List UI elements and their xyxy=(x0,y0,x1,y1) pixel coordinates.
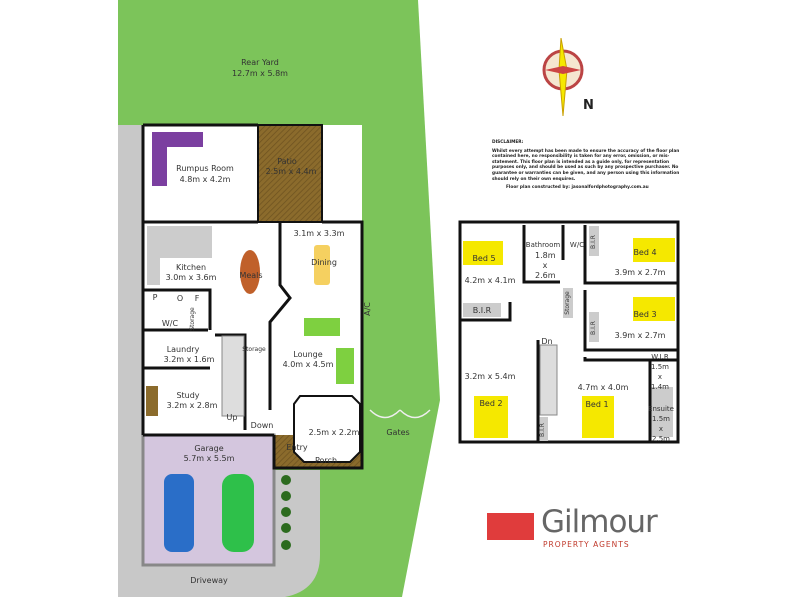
disclaimer-credit: Floor plan constructed by: jasonalfordph… xyxy=(506,185,649,191)
bir-bed5-label: B.I.R xyxy=(472,306,492,315)
lounge-sofa-2 xyxy=(336,348,354,384)
dining-size: 3.1m x 3.3m xyxy=(293,229,345,238)
upper-stairs xyxy=(539,344,558,416)
ensuite-size: 1.5m x 2.5m xyxy=(652,415,670,443)
north-label: N xyxy=(583,98,594,113)
dining-name: Dining xyxy=(311,258,337,267)
rumpus-size: 4.8m x 4.2m xyxy=(179,175,231,184)
disclaimer: DISCLAIMER: Whilst every attempt has bee… xyxy=(492,140,682,194)
sofa-rumpus xyxy=(152,132,203,186)
pantry-label: P xyxy=(152,293,158,302)
side-path xyxy=(118,125,143,540)
bed4-name: Bed 4 xyxy=(633,248,657,257)
rumpus-name: Rumpus Room xyxy=(176,164,234,173)
lounge-sofa-1 xyxy=(304,318,340,336)
logo-name: Gilmour xyxy=(541,504,658,540)
logo-red-box xyxy=(487,513,534,540)
patio xyxy=(257,124,323,223)
wc-label: W/C xyxy=(161,319,179,328)
laundry-name: Laundry xyxy=(166,345,200,354)
rear-yard-name: Rear Yard xyxy=(241,58,279,67)
storage-stair-label: Storage xyxy=(242,346,266,353)
logo-tagline: PROPERTY AGENTS xyxy=(543,540,630,549)
down-label: Down xyxy=(250,421,274,430)
upper-walls xyxy=(460,225,678,442)
fridge-label: F xyxy=(194,294,200,303)
compass-icon xyxy=(542,38,584,117)
wir-name: W.I.R xyxy=(651,353,669,361)
bed1-name: Bed 1 xyxy=(585,400,609,409)
disclaimer-title: DISCLAIMER: xyxy=(492,140,524,145)
porch-label: Porch xyxy=(314,456,338,465)
bir-bed3-label: B.I.R xyxy=(590,321,597,335)
meals-name: Meals xyxy=(239,271,263,280)
storage-small-label: Storage xyxy=(189,307,196,331)
driveway-label: Driveway xyxy=(190,576,228,585)
bay-size: 2.5m x 2.2m xyxy=(308,428,360,437)
blue-car xyxy=(164,474,194,552)
kitchen-name: Kitchen xyxy=(175,263,207,272)
lounge-name: Lounge xyxy=(293,350,323,359)
wir-size: 1.5m x 1.4m xyxy=(651,363,669,391)
dn-label: Dn xyxy=(541,337,553,346)
patio-name: Patio xyxy=(277,157,297,166)
bed3-size: 3.9m x 2.7m xyxy=(614,331,666,340)
laundry-size: 3.2m x 1.6m xyxy=(163,355,215,364)
entry-label: Entry xyxy=(286,443,308,452)
up-label: Up xyxy=(226,413,238,422)
meals-table xyxy=(240,250,260,294)
garden-shrubs xyxy=(281,475,291,550)
ground-walls xyxy=(141,123,364,470)
bir-top-label: B.I.R xyxy=(590,235,597,249)
bed5-name: Bed 5 xyxy=(472,254,496,263)
bir-stair-label: B.I.R xyxy=(539,423,546,437)
kitchen-size: 3.0m x 3.6m xyxy=(165,273,217,282)
gates-label: Gates xyxy=(386,428,410,437)
bed2-name: Bed 2 xyxy=(479,399,503,408)
upper-wc-label: W/C xyxy=(569,241,585,249)
bathroom-name: Bathroom xyxy=(525,241,561,249)
bed2-size: 3.2m x 5.4m xyxy=(464,372,516,381)
ensuite-name: Ensuite xyxy=(648,405,674,413)
study-name: Study xyxy=(176,391,200,400)
garage-name: Garage xyxy=(194,444,224,453)
beds xyxy=(463,238,675,438)
dining-table xyxy=(314,245,330,285)
built-in-robes xyxy=(463,226,673,441)
bed1-size: 4.7m x 4.0m xyxy=(577,383,629,392)
garage-size: 5.7m x 5.5m xyxy=(183,454,235,463)
kitchen-bench xyxy=(147,226,212,285)
bay-window xyxy=(293,395,361,463)
bed5-size: 4.2m x 4.1m xyxy=(464,276,516,285)
rear-yard-size: 12.7m x 5.8m xyxy=(232,69,288,78)
disclaimer-body: Whilst every attempt has been made to en… xyxy=(492,148,680,182)
bathroom-size: 1.8m x 2.6m xyxy=(535,251,556,280)
study-size: 3.2m x 2.8m xyxy=(166,401,218,410)
ac-label: A/C xyxy=(363,302,372,316)
study-desk xyxy=(146,386,158,416)
lounge-size: 4.0m x 4.5m xyxy=(282,360,334,369)
upper-storage-label: Storage xyxy=(564,291,571,315)
bed4-size: 3.9m x 2.7m xyxy=(614,268,666,277)
stairs xyxy=(221,335,245,417)
patio-size: 2.5m x 4.4m xyxy=(265,167,317,176)
green-car xyxy=(222,474,254,552)
bed3-name: Bed 3 xyxy=(633,310,657,319)
gates xyxy=(369,409,431,419)
oven-label: O xyxy=(176,294,184,303)
